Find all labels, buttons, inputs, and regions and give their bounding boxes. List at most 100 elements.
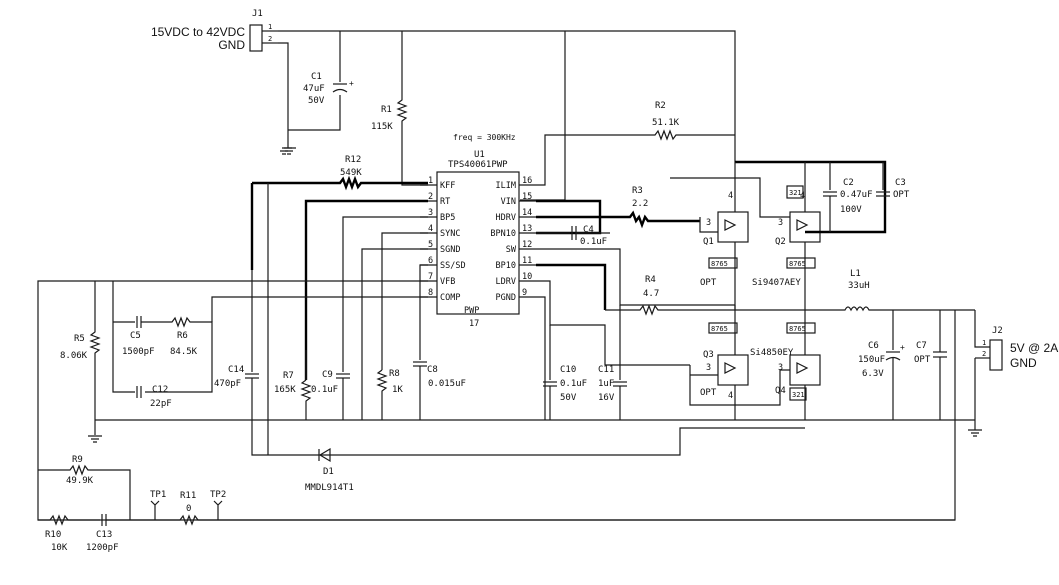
resistor-r8: R8 1K — [376, 369, 403, 420]
output-voltage-label: 5V @ 2A — [1010, 341, 1058, 355]
svg-text:BPN10: BPN10 — [490, 229, 516, 239]
svg-text:1200pF: 1200pF — [86, 543, 119, 553]
svg-text:0.1uF: 0.1uF — [580, 237, 607, 247]
svg-text:2: 2 — [428, 192, 433, 202]
svg-text:D1: D1 — [323, 467, 334, 477]
svg-text:HDRV: HDRV — [496, 213, 516, 223]
svg-text:SGND: SGND — [440, 245, 460, 255]
svg-text:+: + — [349, 79, 354, 88]
connector-j1: J1 1 2 15VDC to 42VDC GND — [151, 9, 278, 52]
svg-text:C2: C2 — [843, 178, 854, 188]
svg-text:4: 4 — [728, 191, 733, 201]
svg-text:15: 15 — [522, 192, 532, 202]
svg-text:13: 13 — [522, 224, 532, 234]
svg-text:0: 0 — [186, 504, 191, 514]
connector-j2: J2 1 2 5V @ 2A GND — [38, 310, 1058, 521]
svg-text:33uH: 33uH — [848, 281, 870, 291]
svg-text:R10: R10 — [45, 530, 61, 540]
svg-text:321: 321 — [792, 391, 805, 399]
svg-text:OPT: OPT — [700, 278, 717, 288]
svg-text:8765: 8765 — [789, 260, 806, 268]
svg-text:0.1uF: 0.1uF — [311, 385, 338, 395]
capacitor-c10: C10 0.1uF 50V — [543, 325, 587, 420]
svg-text:1500pF: 1500pF — [122, 347, 155, 357]
svg-text:10: 10 — [522, 272, 532, 282]
freq-label: freq = 300KHz — [453, 133, 516, 142]
svg-text:C7: C7 — [916, 341, 927, 351]
capacitor-c4: C4 0.1uF — [536, 225, 610, 247]
svg-text:R9: R9 — [72, 455, 83, 465]
svg-text:KFF: KFF — [440, 181, 455, 191]
svg-text:C12: C12 — [152, 385, 168, 395]
svg-text:0.47uF: 0.47uF — [840, 190, 873, 200]
resistor-r7: R7 165K — [274, 350, 312, 420]
svg-text:3: 3 — [706, 218, 711, 228]
svg-text:549K: 549K — [340, 168, 362, 178]
svg-text:R12: R12 — [345, 155, 361, 165]
svg-text:PWP: PWP — [464, 306, 479, 316]
svg-text:Q3: Q3 — [703, 350, 714, 360]
svg-text:1: 1 — [268, 23, 272, 31]
svg-text:3: 3 — [778, 363, 783, 373]
svg-text:1uF: 1uF — [598, 379, 614, 389]
svg-text:115K: 115K — [371, 122, 393, 132]
vin-feed — [520, 31, 566, 201]
svg-text:9: 9 — [522, 288, 527, 298]
mosfet-q2: 3 4 Q2 Si9407AEY 8765 321 — [752, 185, 821, 288]
svg-text:R11: R11 — [180, 491, 196, 501]
svg-text:C10: C10 — [560, 365, 576, 375]
svg-text:R8: R8 — [389, 369, 400, 379]
svg-text:4: 4 — [428, 224, 433, 234]
svg-text:VFB: VFB — [440, 277, 455, 287]
ic-part: TPS40061PWP — [448, 160, 508, 170]
svg-text:1: 1 — [982, 339, 986, 347]
svg-text:C14: C14 — [228, 365, 244, 375]
svg-text:OPT: OPT — [893, 190, 910, 200]
svg-text:17: 17 — [469, 319, 479, 329]
gnd-wire-j1 — [278, 42, 289, 148]
resistor-r2: R2 51.1K — [536, 101, 735, 186]
svg-text:16: 16 — [522, 176, 532, 186]
capacitor-c8: C8 0.015uF — [413, 361, 466, 420]
svg-text:L1: L1 — [850, 269, 861, 279]
svg-text:0.015uF: 0.015uF — [428, 379, 466, 389]
svg-text:TP1: TP1 — [150, 490, 166, 500]
svg-text:R7: R7 — [283, 371, 294, 381]
svg-text:10K: 10K — [51, 543, 68, 553]
svg-text:470pF: 470pF — [214, 379, 241, 389]
svg-text:7: 7 — [428, 272, 433, 282]
capacitor-c7: C7 OPT — [914, 310, 947, 420]
svg-text:150uF: 150uF — [858, 355, 885, 365]
svg-text:4: 4 — [728, 391, 733, 401]
svg-text:R4: R4 — [645, 275, 656, 285]
svg-text:3: 3 — [428, 208, 433, 218]
svg-text:0.1uF: 0.1uF — [560, 379, 587, 389]
svg-text:J2: J2 — [992, 326, 1003, 336]
svg-text:50V: 50V — [560, 393, 577, 403]
svg-text:C6: C6 — [868, 341, 879, 351]
svg-text:RT: RT — [440, 197, 450, 207]
feedback-network: R9 49.9K R10 10K C13 1200pF R11 0 TP1 TP… — [37, 455, 955, 553]
rt-wire — [304, 199, 428, 380]
svg-text:47uF: 47uF — [303, 84, 325, 94]
svg-text:+: + — [900, 343, 905, 352]
diode-d1: D1 MMDL914T1 — [305, 447, 354, 493]
vin-rail — [278, 30, 736, 162]
mosfet-q4: 3 Q4 Si4850EY 8765 321 — [750, 322, 821, 401]
svg-text:2.2: 2.2 — [632, 199, 648, 209]
svg-text:R3: R3 — [632, 186, 643, 196]
svg-text:Si4850EY: Si4850EY — [750, 348, 794, 358]
svg-text:R1: R1 — [381, 105, 392, 115]
svg-text:C8: C8 — [427, 365, 438, 375]
svg-text:8765: 8765 — [711, 325, 728, 333]
capacitor-c3: C3 OPT — [876, 162, 910, 200]
svg-text:6: 6 — [428, 256, 433, 266]
svg-text:84.5K: 84.5K — [170, 347, 198, 357]
capacitor-c14: C14 470pF — [214, 270, 805, 456]
svg-text:1K: 1K — [392, 385, 403, 395]
resistor-r12: R12 549K — [252, 155, 428, 191]
svg-text:COMP: COMP — [440, 293, 460, 303]
comp-network: C5 1500pF R6 84.5K C12 22pF — [112, 281, 213, 409]
svg-text:TP2: TP2 — [210, 490, 226, 500]
